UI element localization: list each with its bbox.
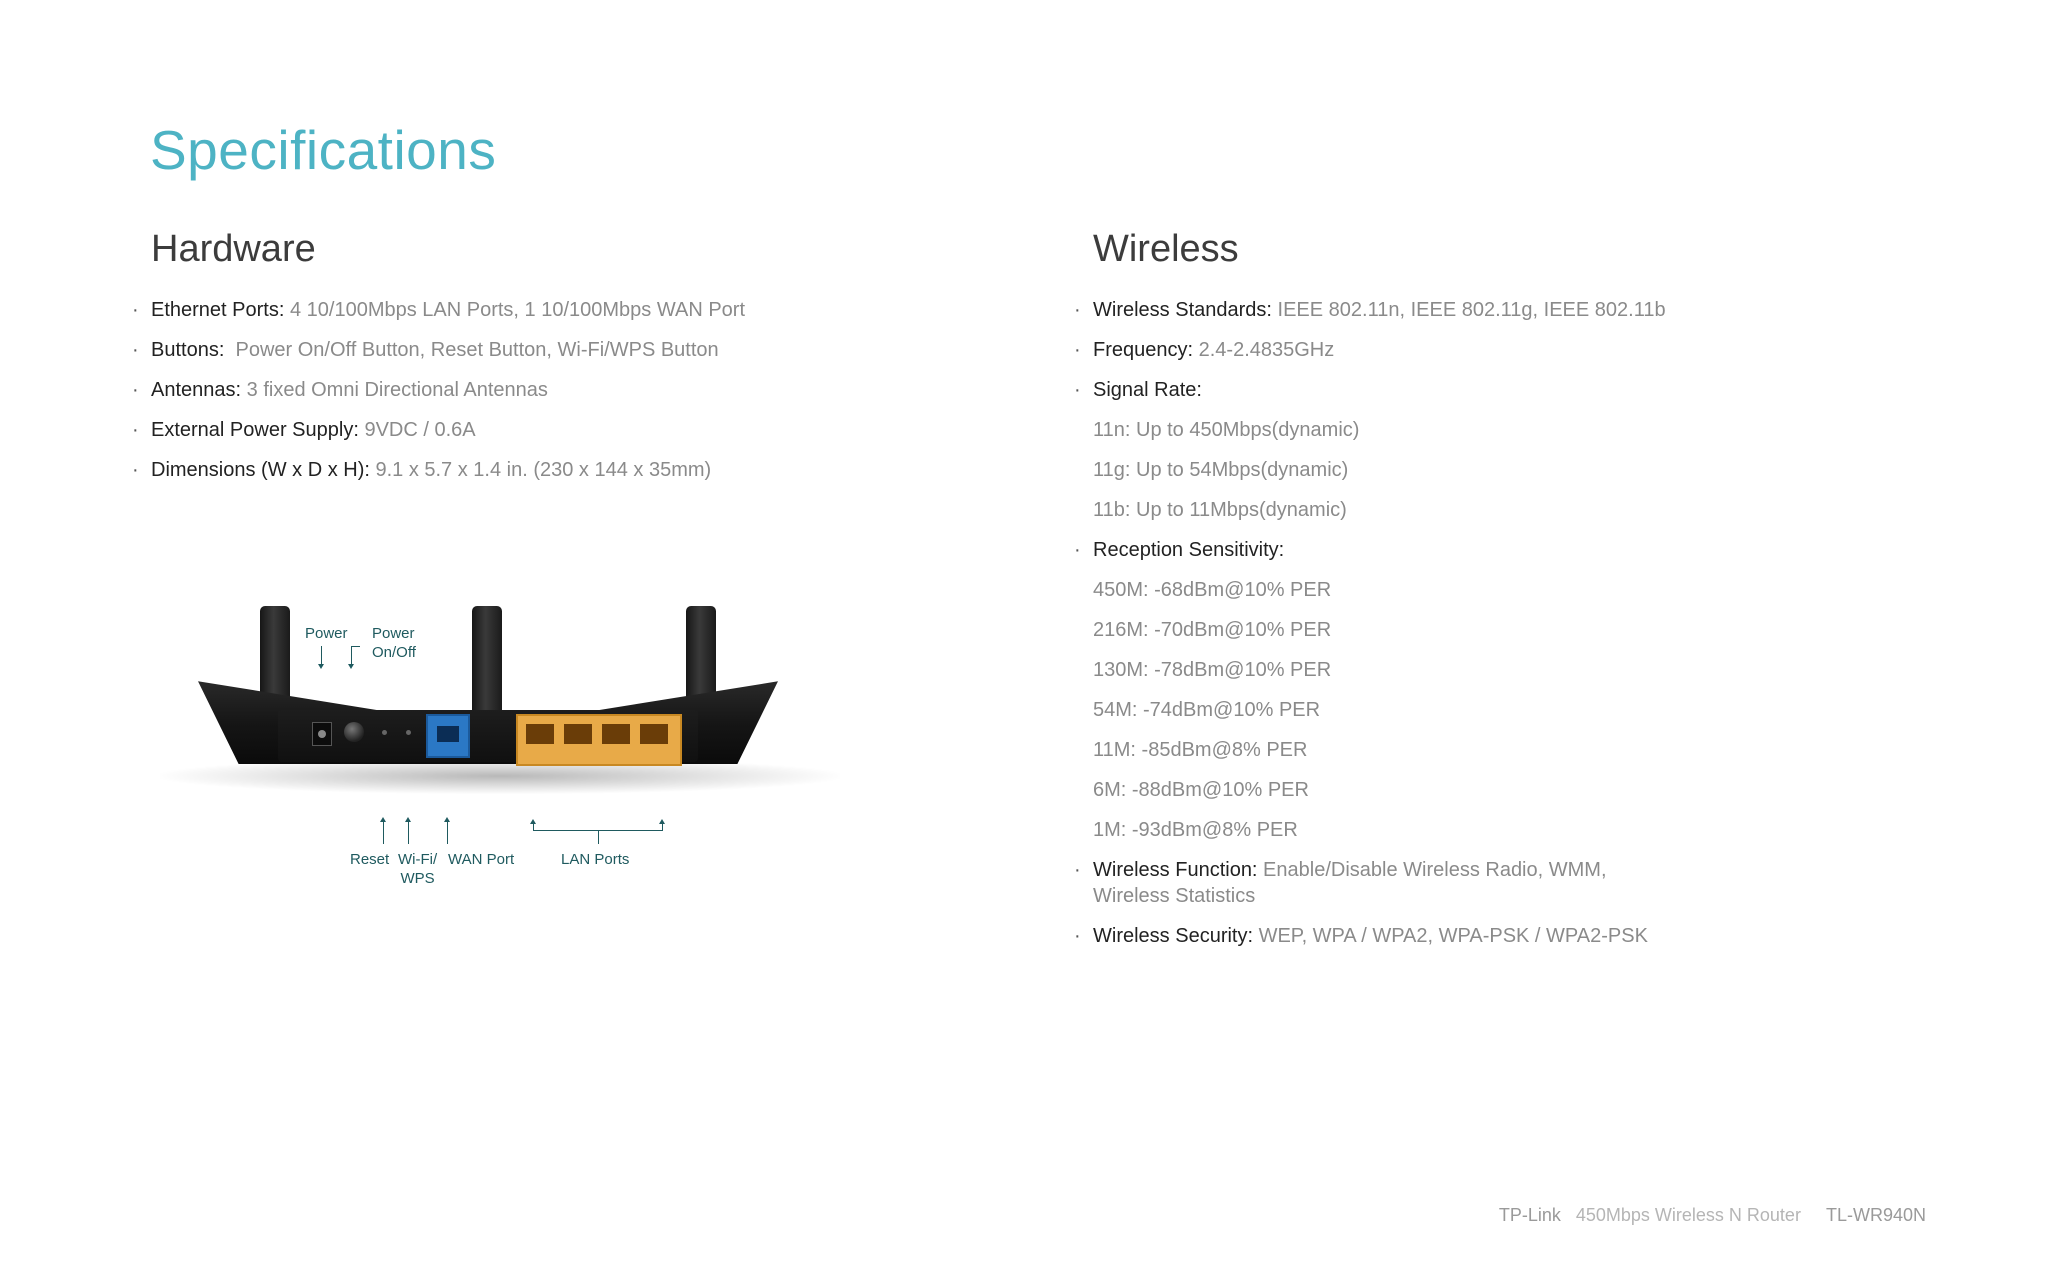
- leader-lan-right: [659, 819, 665, 830]
- wan-port: [426, 714, 470, 758]
- spec-dimensions: Dimensions (W x D x H): 9.1 x 5.7 x 1.4 …: [132, 457, 971, 483]
- spec-reception-54m: 54M: -74dBm@10% PER: [1093, 699, 1321, 721]
- spec-value: 9.1 x 5.7 x 1.4 in. (230 x 144 x 35mm): [369, 459, 712, 481]
- leader-reset: [380, 817, 386, 844]
- spec-signal-rate: Signal Rate:: [1074, 377, 1913, 403]
- spec-signal-rate-11b: 11b: Up to 11Mbps(dynamic): [1093, 499, 1347, 521]
- router-shadow: [160, 758, 840, 794]
- spec-signal-rate-11g: 11g: Up to 54Mbps(dynamic): [1093, 459, 1349, 481]
- power-jack: [312, 722, 332, 746]
- spec-value: Enable/Disable Wireless Radio, WMM,: [1257, 859, 1607, 881]
- wps-button: [406, 730, 411, 735]
- spec-label: Buttons:: [151, 339, 225, 361]
- spec-ethernet-ports: Ethernet Ports: 4 10/100Mbps LAN Ports, …: [132, 297, 971, 323]
- spec-label: Ethernet Ports:: [151, 299, 285, 321]
- lan-port-block: [516, 714, 682, 766]
- spec-value: IEEE 802.11n, IEEE 802.11g, IEEE 802.11b: [1271, 299, 1666, 321]
- callout-line: Power: [372, 625, 415, 642]
- spec-reception-216m: 216M: -70dBm@10% PER: [1093, 619, 1332, 641]
- spec-label: Wireless Standards:: [1093, 299, 1272, 321]
- spec-reception-6m: 6M: -88dBm@10% PER: [1093, 779, 1309, 801]
- spec-label: External Power Supply:: [151, 419, 359, 441]
- router-rear-panel-image: Power Power On/Off Reset Wi-Fi/ WPS WAN …: [150, 598, 840, 898]
- callout-line: WPS: [400, 870, 435, 887]
- spec-label: Reception Sensitivity:: [1093, 539, 1285, 561]
- callout-reset: Reset: [350, 851, 390, 868]
- spec-buttons: Buttons: Power On/Off Button, Reset Butt…: [132, 337, 971, 363]
- reset-hole: [382, 730, 387, 735]
- footer-brand: TP-Link: [1498, 1205, 1561, 1225]
- leader-lan-stem: [598, 830, 599, 844]
- spec-value: WEP, WPA / WPA2, WPA-PSK / WPA2-PSK: [1253, 925, 1648, 947]
- spec-value-continued: Wireless Statistics: [1093, 885, 1256, 907]
- lan-port-3: [602, 724, 630, 744]
- spec-reception-1m: 1M: -93dBm@8% PER: [1093, 819, 1298, 841]
- callout-line: On/Off: [372, 644, 416, 661]
- spec-value: 4 10/100Mbps LAN Ports, 1 10/100Mbps WAN…: [284, 299, 746, 321]
- spec-value: Power On/Off Button, Reset Button, Wi-Fi…: [224, 339, 719, 361]
- spec-reception-sensitivity: Reception Sensitivity:: [1074, 537, 1913, 563]
- spec-label: Antennas:: [151, 379, 242, 401]
- page-title: Specifications: [150, 119, 497, 181]
- callout-power: Power: [305, 625, 348, 642]
- callout-wifi-wps: Wi-Fi/ WPS: [398, 850, 437, 888]
- leader-power: [318, 646, 324, 669]
- page-footer: TP-Link 450Mbps Wireless N Router TL-WR9…: [1489, 1205, 1926, 1226]
- lan-port-4: [640, 724, 668, 744]
- leader-wan-port: [444, 817, 450, 844]
- leader-power-onoff: [348, 646, 354, 669]
- spec-antennas: Antennas: 3 fixed Omni Directional Anten…: [132, 377, 971, 403]
- spec-frequency: Frequency: 2.4-2.4835GHz: [1074, 337, 1913, 363]
- wireless-spec-list: Wireless Standards: IEEE 802.11n, IEEE 8…: [1074, 297, 1913, 963]
- spec-wireless-security: Wireless Security: WEP, WPA / WPA2, WPA-…: [1074, 923, 1913, 949]
- spec-label: Signal Rate:: [1093, 379, 1202, 401]
- callout-wan-port: WAN Port: [448, 851, 515, 868]
- spec-wireless-function: Wireless Function: Enable/Disable Wirele…: [1074, 857, 1913, 909]
- spec-signal-rate-11n: 11n: Up to 450Mbps(dynamic): [1093, 419, 1360, 441]
- spec-wireless-standards: Wireless Standards: IEEE 802.11n, IEEE 8…: [1074, 297, 1913, 323]
- callout-power-onoff: Power On/Off: [372, 624, 416, 662]
- footer-model: TL-WR940N: [1825, 1205, 1926, 1225]
- footer-product: 450Mbps Wireless N Router: [1575, 1205, 1801, 1225]
- power-onoff-button: [344, 722, 364, 742]
- spec-value: 3 fixed Omni Directional Antennas: [241, 379, 548, 401]
- leader-wifi-wps: [405, 817, 411, 844]
- lan-port-2: [564, 724, 592, 744]
- spec-reception-450m: 450M: -68dBm@10% PER: [1093, 579, 1332, 601]
- spec-reception-130m: 130M: -78dBm@10% PER: [1093, 659, 1332, 681]
- callout-line: Wi-Fi/: [398, 851, 438, 868]
- callout-lan-ports: LAN Ports: [561, 851, 630, 868]
- spec-label: Wireless Security:: [1093, 925, 1254, 947]
- hardware-heading: Hardware: [151, 228, 316, 270]
- spec-reception-11m: 11M: -85dBm@8% PER: [1093, 739, 1308, 761]
- spec-value: 9VDC / 0.6A: [358, 419, 476, 441]
- leader-lan-left: [530, 819, 536, 830]
- spec-label: Wireless Function:: [1093, 859, 1258, 881]
- spec-label: Frequency:: [1093, 339, 1194, 361]
- spec-power-supply: External Power Supply: 9VDC / 0.6A: [132, 417, 971, 443]
- hardware-spec-list: Ethernet Ports: 4 10/100Mbps LAN Ports, …: [132, 297, 971, 497]
- spec-label: Dimensions (W x D x H):: [151, 459, 370, 481]
- leader-power-onoff-hook: [351, 646, 360, 647]
- spec-value: 2.4-2.4835GHz: [1193, 339, 1335, 361]
- wireless-heading: Wireless: [1093, 228, 1239, 270]
- lan-port-1: [526, 724, 554, 744]
